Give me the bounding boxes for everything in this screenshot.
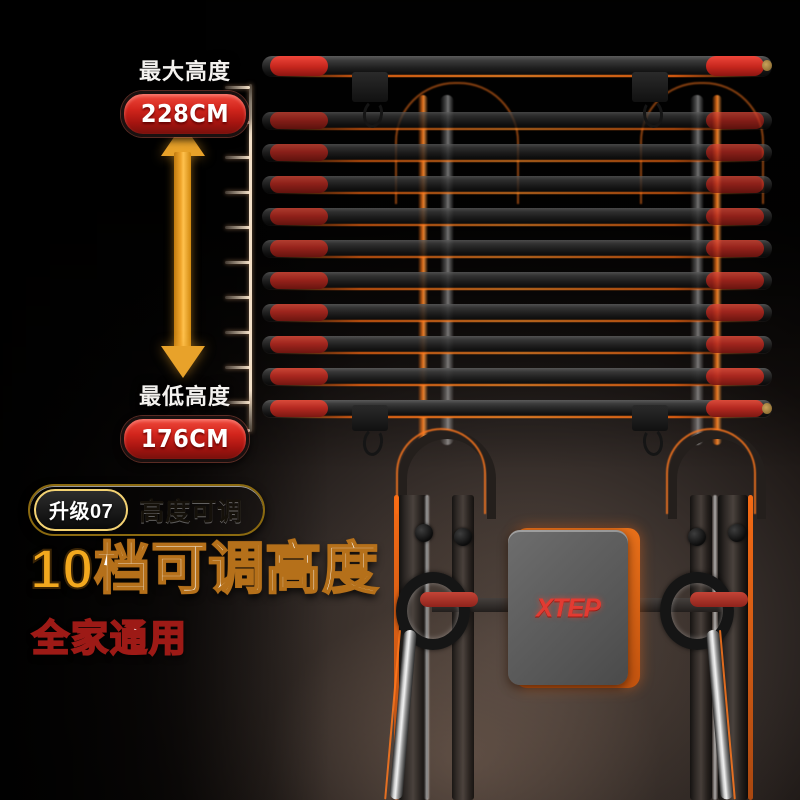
min-height-badge: 176CM <box>120 416 250 462</box>
feature-badge-version: 升级07 <box>34 489 129 531</box>
ruler-tick <box>225 226 250 229</box>
ruler-tick <box>225 331 250 334</box>
bar-grip-left <box>270 56 328 76</box>
bar-grip-right <box>706 240 764 257</box>
bar-grip-right <box>706 400 764 417</box>
max-height-label: 最大高度 <box>138 59 231 84</box>
arrow-shaft <box>174 152 191 348</box>
bar-grip-right <box>706 112 764 129</box>
ghost-bar <box>262 400 772 418</box>
back-pad: XTEP <box>508 530 628 685</box>
ruler-tick <box>225 261 250 264</box>
max-height-callout: 最大高度 228CM <box>85 54 285 137</box>
bar-grip-left <box>270 176 328 193</box>
adjust-knob-left-outer[interactable] <box>415 524 433 542</box>
ruler-tick <box>225 366 250 369</box>
bar-grip-right <box>706 176 764 193</box>
ghost-bar <box>262 368 772 386</box>
bar-bracket-left-low <box>352 405 388 431</box>
bar-bracket-left <box>352 72 388 102</box>
ghost-bar <box>262 112 772 130</box>
bar-edge-highlight <box>272 352 762 354</box>
arrow-down-icon <box>161 346 205 378</box>
adjust-knob-left[interactable] <box>454 528 472 546</box>
frame-curve-right-glow <box>666 428 756 514</box>
bar-grip-left <box>270 304 328 321</box>
ghost-bar <box>262 144 772 162</box>
feature-badge: 升级07 高度可调 <box>28 484 266 536</box>
bar-bracket-right-low <box>632 405 668 431</box>
bar-grip-left <box>270 208 328 225</box>
bar-grip-left <box>270 112 328 129</box>
headline-text: 档可调高度 <box>93 537 380 600</box>
brand-logo: XTEP <box>536 592 601 622</box>
ghost-bar <box>262 208 772 226</box>
bar-grip-left <box>270 144 328 161</box>
frame-post-right-edge <box>748 495 753 800</box>
bar-grip-left <box>270 272 328 289</box>
ghost-bar-top-active <box>262 56 772 77</box>
bar-edge-highlight <box>272 256 762 258</box>
dip-handle-right[interactable] <box>660 572 734 650</box>
motion-rail-left-orange <box>418 95 428 445</box>
ghost-bar <box>262 336 772 354</box>
max-height-badge: 228CM <box>120 91 250 137</box>
ruler-axis-line <box>249 84 252 432</box>
bar-edge-highlight <box>272 384 762 386</box>
headline-number: 10 <box>29 537 95 600</box>
bar-grip-right <box>706 56 764 76</box>
headline: 10档可调高度 <box>29 540 379 598</box>
feature-badge-title: 高度可调 <box>139 498 244 526</box>
subheadline: 全家通用 <box>31 617 188 660</box>
ruler-tick <box>225 86 250 89</box>
bar-grip-right <box>706 144 764 161</box>
max-height-value: 228CM <box>140 99 230 128</box>
bar-edge-highlight <box>272 75 762 77</box>
ruler-tick <box>225 401 250 404</box>
ghost-bar <box>262 176 772 194</box>
bar-end-cap <box>762 403 772 414</box>
hook-left-low <box>361 426 385 458</box>
dip-grip-left <box>420 592 478 607</box>
bar-edge-highlight <box>272 192 762 194</box>
ghost-bar <box>262 272 772 290</box>
bar-grip-right <box>706 304 764 321</box>
bar-end-cap <box>762 60 772 71</box>
motion-rail-right-orange <box>712 95 722 445</box>
ruler-tick <box>225 296 250 299</box>
bar-grip-right <box>706 368 764 385</box>
hook-right-low <box>641 427 665 457</box>
ghost-bar <box>262 240 772 258</box>
bar-edge-highlight <box>272 416 762 418</box>
adjust-knob-right[interactable] <box>688 528 706 546</box>
bar-grip-left <box>270 368 328 385</box>
frame-post-inner-left <box>452 495 474 800</box>
ghost-bar <box>262 304 772 322</box>
motion-trail-arc-right <box>640 82 764 204</box>
dip-handle-left[interactable] <box>396 572 470 650</box>
bar-grip-right <box>706 336 764 353</box>
motion-trail-arc-left <box>395 82 519 204</box>
bar-edge-highlight <box>272 224 762 226</box>
min-height-value: 176CM <box>140 424 230 453</box>
adjust-knob-right-outer[interactable] <box>728 524 746 542</box>
bar-edge-highlight <box>272 160 762 162</box>
ruler-tick <box>225 156 250 159</box>
bar-edge-highlight <box>272 288 762 290</box>
min-height-callout: 最低高度 176CM <box>85 379 285 462</box>
ruler-tick <box>225 191 250 194</box>
min-height-label: 最低高度 <box>138 384 231 409</box>
frame-curve-left-glow <box>396 428 486 514</box>
dip-grip-right <box>690 592 748 607</box>
bar-bracket-right <box>632 72 668 102</box>
bar-edge-highlight <box>272 128 762 130</box>
bar-grip-right <box>706 208 764 225</box>
bar-grip-left <box>270 400 328 417</box>
bar-grip-left <box>270 240 328 257</box>
bar-grip-right <box>706 272 764 289</box>
bar-grip-left <box>270 336 328 353</box>
bar-edge-highlight <box>272 320 762 322</box>
